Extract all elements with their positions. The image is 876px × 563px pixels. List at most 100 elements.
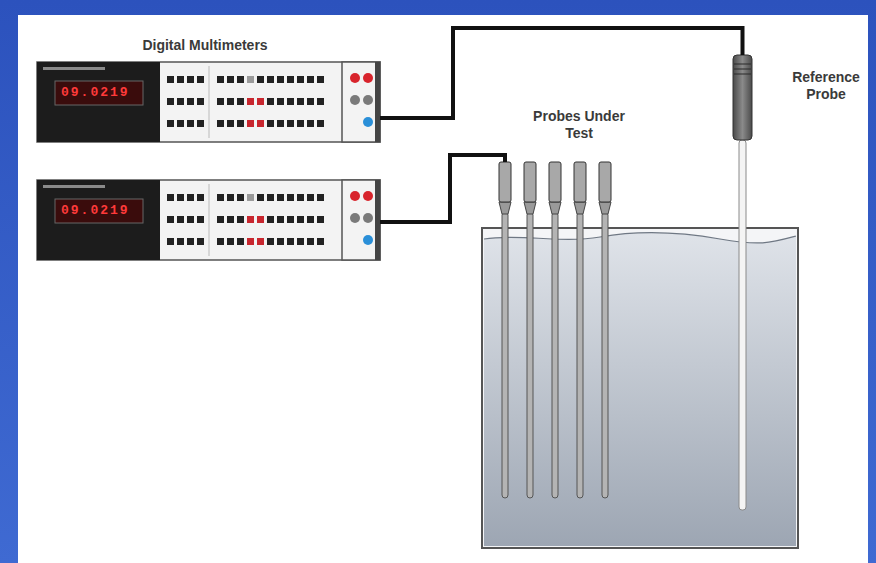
- probe-handle: [499, 162, 511, 202]
- meter-button: [167, 98, 174, 105]
- display-reading: 09.0219: [61, 203, 141, 219]
- probe-handle: [574, 162, 586, 202]
- meter-button: [307, 194, 314, 201]
- meter-button: [187, 98, 194, 105]
- meter-button: [307, 216, 314, 223]
- meter-button: [167, 216, 174, 223]
- meter-button: [307, 76, 314, 83]
- meter-button: [177, 120, 184, 127]
- meter-button: [197, 216, 204, 223]
- meter-button: [277, 76, 284, 83]
- meter-button: [177, 98, 184, 105]
- meter-button: [227, 216, 234, 223]
- meter-button: [197, 238, 204, 245]
- meter-button: [227, 194, 234, 201]
- meter-button: [187, 194, 194, 201]
- probe-rod: [502, 212, 508, 498]
- meter-button: [287, 98, 294, 105]
- meter-button: [197, 98, 204, 105]
- meter-button: [297, 216, 304, 223]
- meter-button: [267, 76, 274, 83]
- meter-button: [267, 194, 274, 201]
- probe-taper: [599, 202, 611, 214]
- meter-button: [237, 216, 244, 223]
- probes-under-test: [499, 162, 611, 498]
- probe-group: Probes Under Test: [499, 162, 611, 215]
- meter-button: [277, 216, 284, 223]
- meter-button: [287, 76, 294, 83]
- meter-button: [227, 238, 234, 245]
- meter-button: [197, 194, 204, 201]
- meter-button: [317, 76, 324, 83]
- meter-button: [247, 238, 254, 245]
- probe-taper: [524, 202, 536, 214]
- meter-button: [187, 76, 194, 83]
- meter-button: [277, 98, 284, 105]
- meter-button: [297, 98, 304, 105]
- meter-button: [187, 120, 194, 127]
- meter-button: [197, 76, 204, 83]
- meter-button: [297, 194, 304, 201]
- meter-button: [287, 216, 294, 223]
- probe-rod: [527, 212, 533, 498]
- meter-button: [167, 238, 174, 245]
- meter-button: [237, 120, 244, 127]
- meter-button: [197, 120, 204, 127]
- meter-button: [267, 98, 274, 105]
- multimeter: 09.0219: [37, 62, 380, 142]
- meter-button: [227, 98, 234, 105]
- reference-probe: [733, 55, 752, 510]
- multimeter-body: [37, 180, 380, 260]
- meter-button: [177, 76, 184, 83]
- meter-button: [217, 120, 224, 127]
- meter-button: [317, 98, 324, 105]
- meter-button: [177, 238, 184, 245]
- probe-cable: [380, 155, 505, 222]
- meter-button: [227, 76, 234, 83]
- meter-button: [257, 216, 264, 223]
- meter-button: [317, 120, 324, 127]
- meter-button: [307, 238, 314, 245]
- meter-button: [287, 194, 294, 201]
- meter-button: [187, 216, 194, 223]
- probe-taper: [499, 202, 511, 214]
- meter-button: [257, 76, 264, 83]
- meter-button: [287, 238, 294, 245]
- meter-button: [227, 120, 234, 127]
- probe-label: Probes Under Test: [527, 108, 631, 142]
- meter-button: [297, 76, 304, 83]
- meter-button: [297, 238, 304, 245]
- meter-button: [277, 120, 284, 127]
- meter-button: [307, 120, 314, 127]
- probe-handle: [524, 162, 536, 202]
- meter-button: [217, 238, 224, 245]
- meter-button: [317, 238, 324, 245]
- meter-button: [277, 238, 284, 245]
- meter-button: [237, 98, 244, 105]
- probe-rod: [552, 212, 558, 498]
- meter-button: [317, 194, 324, 201]
- meter-button: [187, 238, 194, 245]
- meter-button: [237, 194, 244, 201]
- meter-button: [177, 194, 184, 201]
- meter-button: [217, 194, 224, 201]
- meter-button: [257, 238, 264, 245]
- meter-button: [217, 98, 224, 105]
- meter-button: [287, 120, 294, 127]
- meter-button: [167, 76, 174, 83]
- meter-button: [297, 120, 304, 127]
- meter-button: [257, 120, 264, 127]
- reference-probe: Reference Probe: [733, 55, 752, 140]
- meter-button: [257, 194, 264, 201]
- meter-button: [217, 76, 224, 83]
- probe-taper: [574, 202, 586, 214]
- probe-taper: [549, 202, 561, 214]
- meter-button: [277, 194, 284, 201]
- multimeter: 09.0219: [37, 180, 380, 260]
- meter-button: [247, 216, 254, 223]
- group-label: Digital Multimeters: [110, 37, 300, 54]
- multimeter-body: [37, 62, 380, 142]
